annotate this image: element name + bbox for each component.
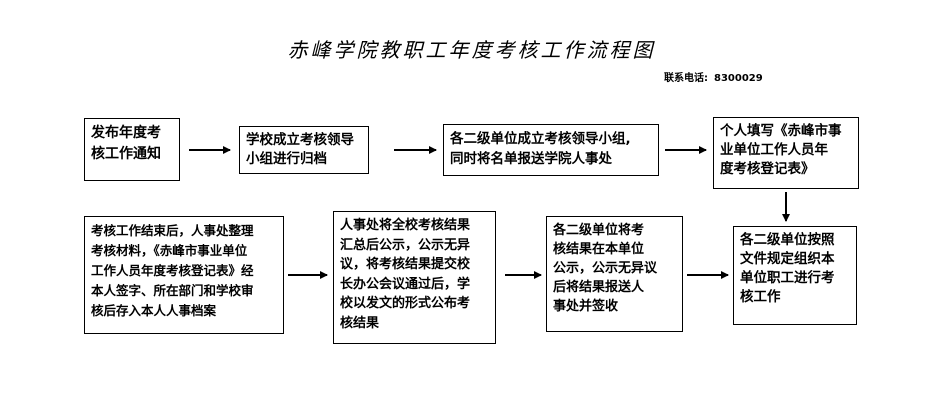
- step-text-2: 学校成立考核领导 小组进行归档: [246, 132, 354, 167]
- step-box-7: 人事处将全校考核结果 汇总后公示，公示无异 议，将考核结果提交校 长办公会议通过…: [333, 211, 496, 344]
- step-text-3: 各二级单位成立考核领导小组, 同时将名单报送学院人事处: [450, 131, 631, 167]
- step-box-4: 个人填写《赤峰市事 业单位工作人员年 度考核登记表》: [713, 117, 859, 189]
- page-title: 赤峰学院教职工年度考核工作流程图: [287, 38, 656, 62]
- step-box-8: 考核工作结束后，人事处整理 考核材料，《赤峰市事业单位 工作人员年度考核登记表》…: [84, 216, 284, 334]
- step-box-2: 学校成立考核领导 小组进行归档: [239, 126, 369, 174]
- contact-number: 8300029: [714, 73, 763, 84]
- step-text-8: 考核工作结束后，人事处整理 考核材料，《赤峰市事业单位 工作人员年度考核登记表》…: [91, 223, 254, 318]
- step-text-7: 人事处将全校考核结果 汇总后公示，公示无异 议，将考核结果提交校 长办公会议通过…: [340, 218, 471, 331]
- step-text-6: 各二级单位将考 核结果在本单位 公示，公示无异议 后将结果报送人 事处并签收: [553, 223, 658, 314]
- step-box-1: 发布年度考 核工作通知: [84, 118, 180, 181]
- step-box-6: 各二级单位将考 核结果在本单位 公示，公示无异议 后将结果报送人 事处并签收: [546, 216, 683, 332]
- step-text-1: 发布年度考 核工作通知: [91, 125, 161, 162]
- step-text-5: 各二级单位按照 文件规定组织本 单位职工进行考 核工作: [740, 232, 835, 305]
- step-box-5: 各二级单位按照 文件规定组织本 单位职工进行考 核工作: [733, 226, 857, 325]
- contact-info: 联系电话: 8300029: [664, 69, 763, 84]
- step-text-4: 个人填写《赤峰市事 业单位工作人员年 度考核登记表》: [720, 123, 842, 177]
- contact-label: 联系电话:: [664, 73, 708, 84]
- step-box-3: 各二级单位成立考核领导小组, 同时将名单报送学院人事处: [443, 124, 659, 176]
